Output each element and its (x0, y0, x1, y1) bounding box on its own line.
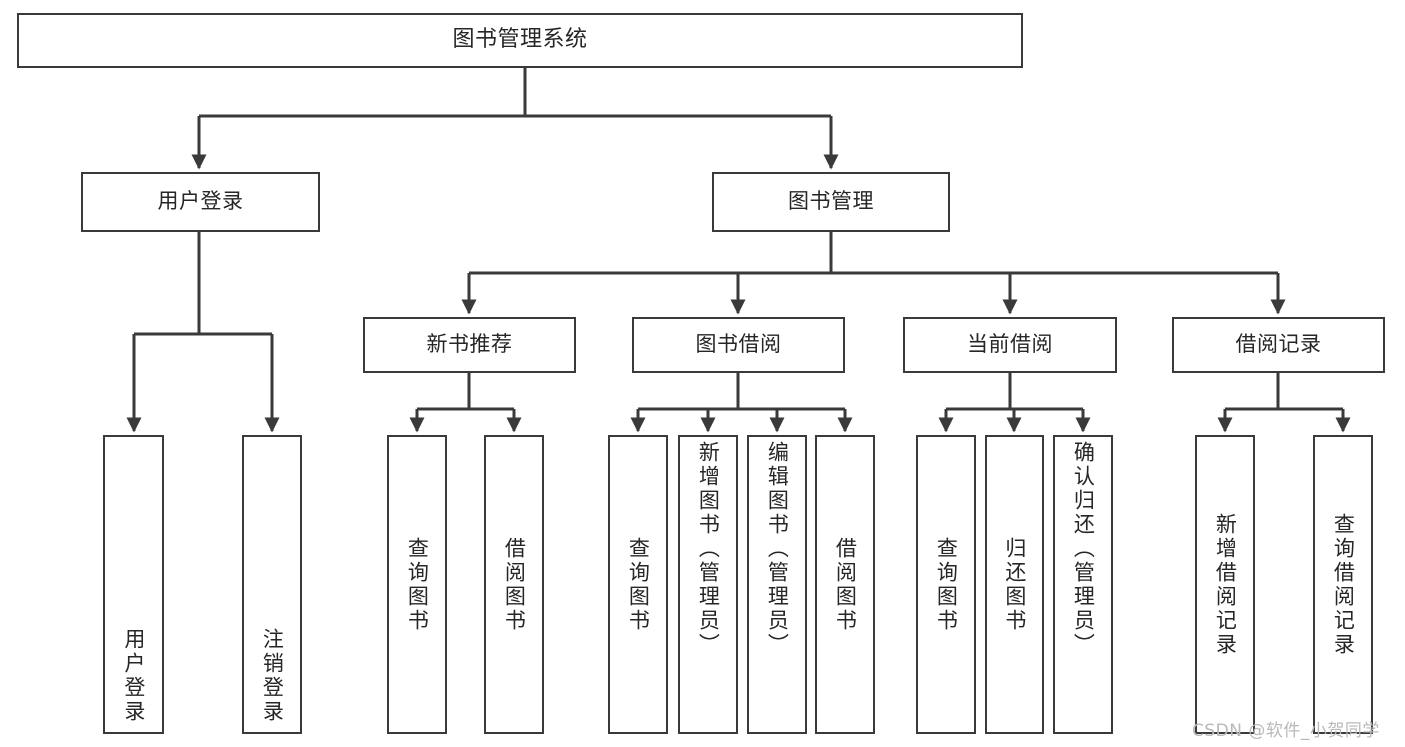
leaf-user-login[interactable]: 用户登录 (103, 435, 164, 734)
node-user-login[interactable]: 用户登录 (81, 172, 320, 232)
leaf-label: 注销登录 (260, 628, 285, 724)
node-book-borrow[interactable]: 图书借阅 (632, 317, 845, 373)
leaf-query-record[interactable]: 查询借阅记录 (1313, 435, 1373, 734)
leaf-label: 归还图书 (1002, 536, 1027, 633)
leaf-query-book-1[interactable]: 查询图书 (387, 435, 447, 734)
leaf-label: 用户登录 (121, 628, 146, 724)
leaf-add-record[interactable]: 新增借阅记录 (1195, 435, 1255, 734)
leaf-label: 查询图书 (626, 536, 651, 633)
node-book-manage[interactable]: 图书管理 (712, 172, 950, 232)
leaf-label: 查询图书 (934, 536, 959, 633)
leaf-label: 确认归还（管理员） (1071, 441, 1096, 657)
leaf-label: 新增图书（管理员） (696, 441, 721, 657)
leaf-logout[interactable]: 注销登录 (242, 435, 302, 734)
leaf-return-book[interactable]: 归还图书 (985, 435, 1044, 734)
leaf-query-book-3[interactable]: 查询图书 (916, 435, 976, 734)
node-borrow-record[interactable]: 借阅记录 (1172, 317, 1385, 373)
leaf-label: 新增借阅记录 (1213, 512, 1238, 657)
leaf-borrow-book-1[interactable]: 借阅图书 (484, 435, 544, 734)
leaf-confirm-return[interactable]: 确认归还（管理员） (1053, 435, 1113, 734)
leaf-label: 查询借阅记录 (1331, 512, 1356, 657)
leaf-label: 借阅图书 (502, 536, 527, 633)
node-new-book-recommend[interactable]: 新书推荐 (363, 317, 576, 373)
leaf-edit-book[interactable]: 编辑图书（管理员） (747, 435, 807, 734)
leaf-label: 查询图书 (405, 536, 430, 633)
node-current-borrow[interactable]: 当前借阅 (903, 317, 1117, 373)
leaf-label: 借阅图书 (833, 536, 858, 633)
leaf-borrow-book-2[interactable]: 借阅图书 (815, 435, 875, 734)
leaf-label: 编辑图书（管理员） (765, 441, 790, 657)
leaf-add-book[interactable]: 新增图书（管理员） (678, 435, 738, 734)
node-root[interactable]: 图书管理系统 (17, 13, 1023, 68)
leaf-query-book-2[interactable]: 查询图书 (608, 435, 668, 734)
csdn-watermark: CSDN @软件_小贺同学 (1192, 721, 1380, 741)
